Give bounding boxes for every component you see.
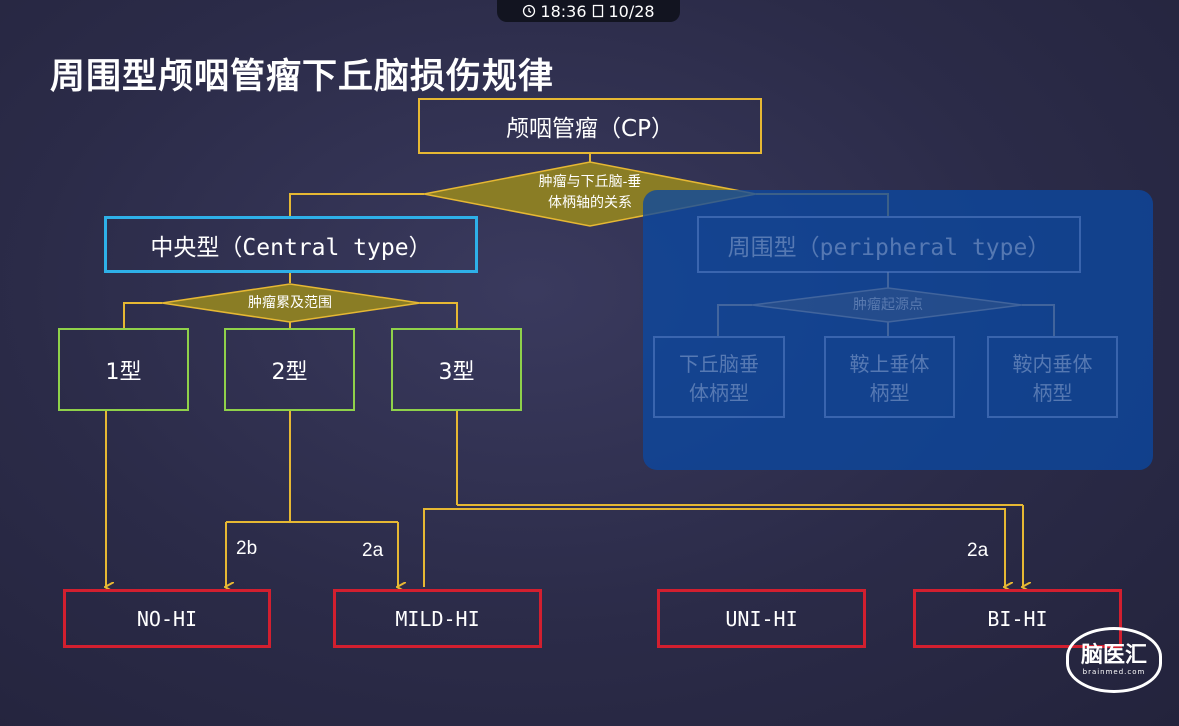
decision-central-shape <box>161 283 421 323</box>
central-type-label: 中央型（Central type） <box>150 234 432 261</box>
type-1-label: 1型 <box>105 359 142 385</box>
decision-central: 肿瘤累及范围 <box>200 292 380 314</box>
status-page: 10/28 <box>608 1 655 21</box>
peripheral-subtype-3: 鞍内垂体 柄型 <box>987 336 1118 418</box>
root-label: 颅咽管瘤（CP） <box>506 116 674 142</box>
outcome-bi-hi-label: BI-HI <box>987 606 1048 631</box>
outcome-bi-hi: BI-HI <box>913 589 1122 648</box>
type-2-node: 2型 <box>224 328 355 411</box>
decision-central-label: 肿瘤累及范围 <box>248 294 332 311</box>
decision-top-line1: 肿瘤与下丘脑-垂 <box>538 174 642 190</box>
status-bar: 18:36 10/28 <box>497 0 680 22</box>
clock-icon <box>523 4 536 18</box>
root-node: 颅咽管瘤（CP） <box>418 98 762 154</box>
page-icon <box>592 4 603 18</box>
decision-top-line2: 体柄轴的关系 <box>548 195 632 211</box>
decision-peripheral-label: 肿瘤起源点 <box>853 296 923 313</box>
type-3-label: 3型 <box>438 359 475 385</box>
type-2-label: 2型 <box>271 359 308 385</box>
slide-title: 周围型颅咽管瘤下丘脑损伤规律 <box>50 57 555 97</box>
type-1-node: 1型 <box>58 328 189 411</box>
type-3-node: 3型 <box>391 328 522 411</box>
status-time: 18:36 <box>540 1 587 21</box>
outcome-uni-hi-label: UNI-HI <box>725 606 798 631</box>
peripheral-subtype-1: 下丘脑垂 体柄型 <box>653 336 785 418</box>
decision-top: 肿瘤与下丘脑-垂 体柄轴的关系 <box>500 170 680 216</box>
outcome-uni-hi: UNI-HI <box>657 589 866 648</box>
peripheral-subtype-2-line1: 鞍上垂体 <box>849 352 930 376</box>
watermark-logo: 脑医汇 brainmed.com <box>1066 627 1162 693</box>
peripheral-type-label: 周围型（peripheral type） <box>727 234 1051 261</box>
peripheral-subtype-1-line2: 体柄型 <box>689 381 749 405</box>
peripheral-subtype-1-line1: 下丘脑垂 <box>679 352 759 376</box>
peripheral-subtype-3-line1: 鞍内垂体 <box>1012 352 1093 376</box>
decision-peripheral: 肿瘤起源点 <box>800 294 976 316</box>
edge-label-2b: 2b <box>236 538 258 559</box>
peripheral-subtype-2-line2: 柄型 <box>869 381 910 405</box>
outcome-no-hi-label: NO-HI <box>136 606 198 631</box>
peripheral-subtype-3-line2: 柄型 <box>1032 381 1073 405</box>
outcome-mild-hi: MILD-HI <box>333 589 542 648</box>
peripheral-overlay <box>643 190 1153 470</box>
watermark-sub: brainmed.com <box>1082 668 1146 676</box>
watermark-main: 脑医汇 <box>1080 643 1147 668</box>
central-type-node: 中央型（Central type） <box>104 216 478 273</box>
peripheral-subtype-2: 鞍上垂体 柄型 <box>824 336 955 418</box>
outcome-no-hi: NO-HI <box>63 589 271 648</box>
edge-label-2a-mild: 2a <box>362 540 384 561</box>
outcome-mild-hi-label: MILD-HI <box>395 606 480 631</box>
edge-label-2a-bi: 2a <box>967 540 989 561</box>
peripheral-type-node: 周围型（peripheral type） <box>697 216 1081 273</box>
